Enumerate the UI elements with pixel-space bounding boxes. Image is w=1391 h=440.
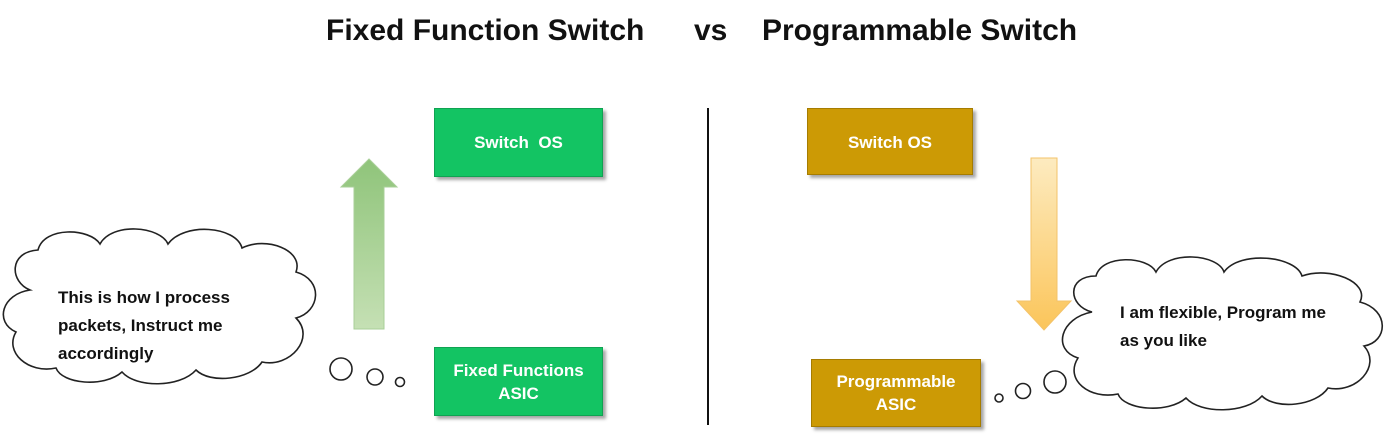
asic-label-line2: ASIC [875,395,917,414]
asic-label-line1: Fixed Functions [453,360,584,380]
title-fixed-function-switch: Fixed Function Switch [326,14,645,47]
thought-bubble-medium [366,368,384,386]
asic-label-line1: Programmable [836,372,956,391]
switch-os-box-fixed: Switch OS [434,108,603,177]
down-arrow-icon [1015,157,1073,331]
thought-cloud-right [1061,256,1384,411]
thought-bubble-small [394,376,406,388]
thought-text-programmable: I am flexible, Program me as you like [1120,303,1326,350]
asic-label-line2: ASIC [498,383,539,403]
thought-bubble-small [994,393,1004,403]
switch-os-label: Switch OS [474,133,563,152]
thought-cloud-left [2,228,317,385]
title-programmable-switch: Programmable Switch [762,14,1078,47]
thought-bubble-large [329,357,353,381]
switch-os-box-programmable: Switch OS [807,108,973,175]
up-arrow-icon [339,158,399,330]
thought-text-fixed: This is how I process packets, Instruct … [58,288,230,363]
title-vs: vs [694,14,728,47]
programmable-asic-box: Programmable ASIC [811,359,981,427]
fixed-functions-asic-box: Fixed Functions ASIC [434,347,603,416]
switch-os-label: Switch OS [847,133,933,152]
center-divider [707,108,709,425]
thought-bubble-large [1043,370,1067,394]
thought-bubble-medium [1014,382,1032,400]
